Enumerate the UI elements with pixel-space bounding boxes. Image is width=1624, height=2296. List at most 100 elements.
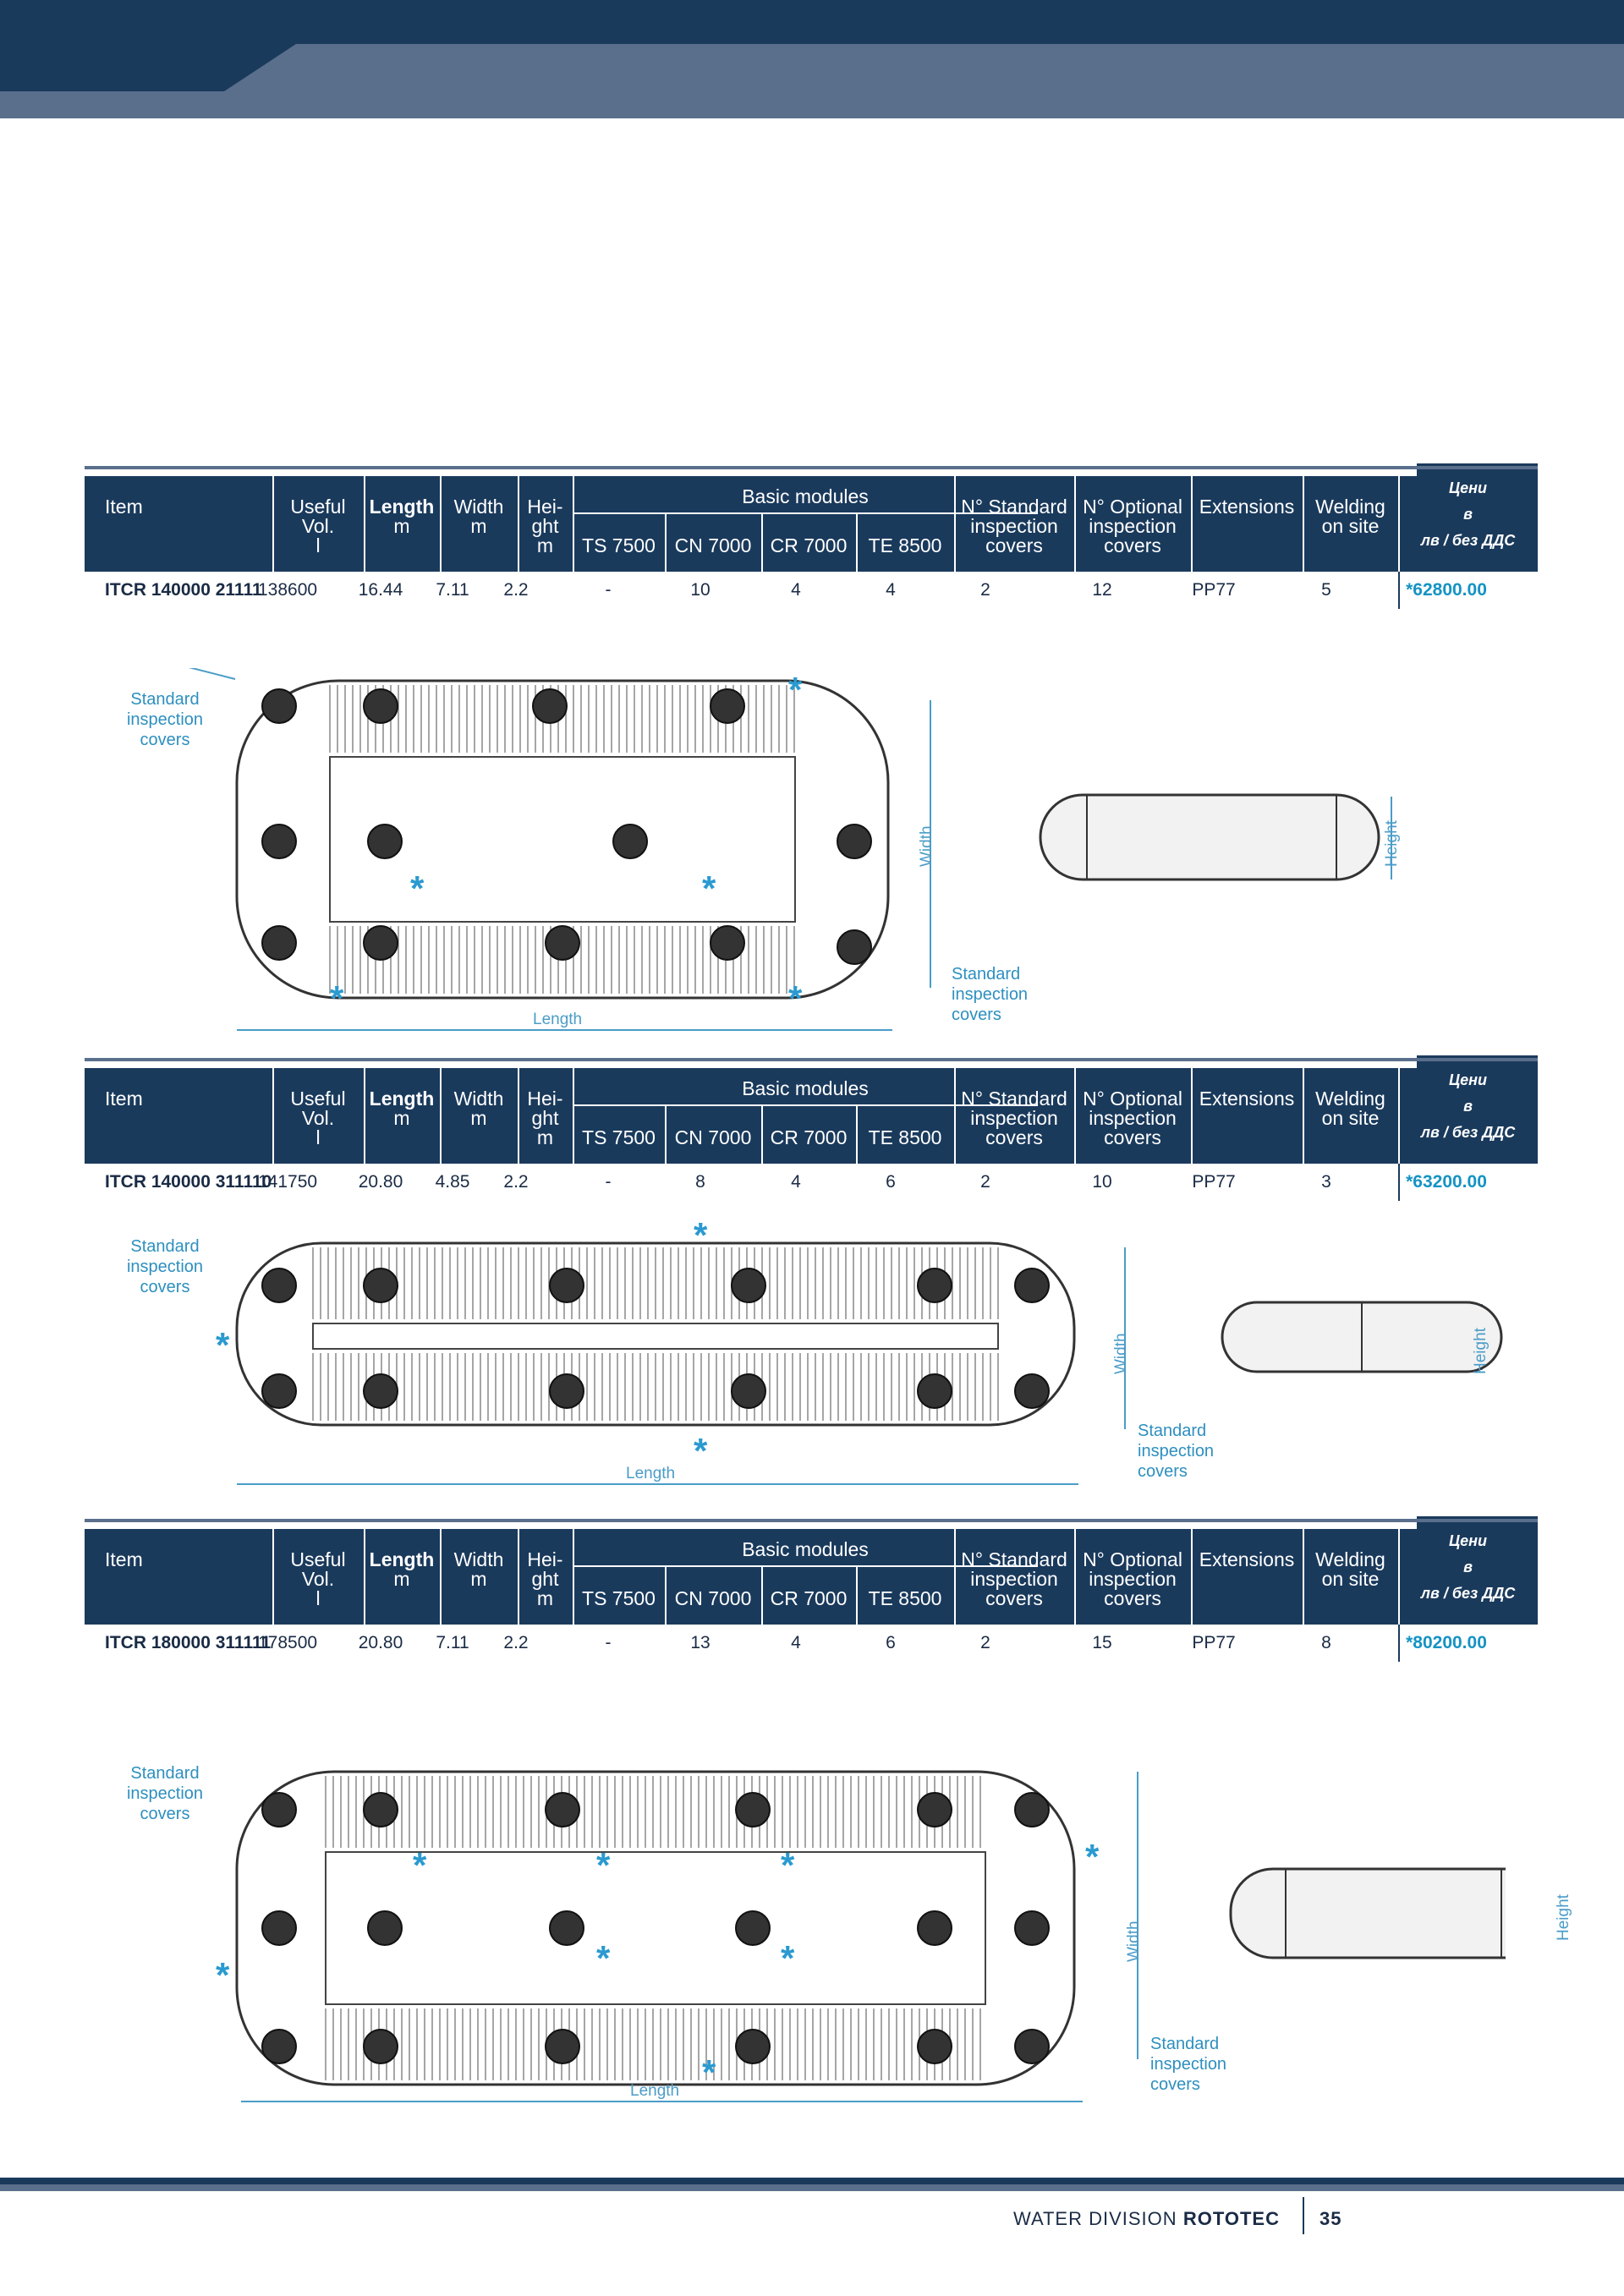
header-basic-modules: Basic modules: [742, 1077, 869, 1099]
header-basic-modules: Basic modules: [742, 485, 869, 507]
cell-price: *80200.00: [1406, 1633, 1487, 1652]
inspection-cover-icon: [549, 1910, 584, 1946]
row-divider: [1398, 1164, 1400, 1201]
inspection-covers: [261, 1268, 1050, 1409]
cell-cn7000: 13: [690, 1633, 710, 1652]
inspection-cover-icon: [837, 824, 872, 859]
tank-outline: [235, 1770, 1076, 2086]
cell-item: ITCR 140000 311110: [105, 1172, 272, 1192]
header-item: Item: [105, 1548, 143, 1570]
cell-useful-vol: 178500: [258, 1633, 318, 1652]
standard-cover-icon: [261, 688, 297, 724]
optional-cover-marker: *: [702, 869, 716, 908]
inspection-cover-icon: [545, 1792, 580, 1827]
cell-width: 7.11: [436, 1633, 469, 1652]
inspection-cover-icon: [363, 2029, 398, 2064]
inspection-cover-icon: [917, 1910, 952, 1946]
inspection-cover-icon: [261, 1910, 297, 1946]
inspection-cover-icon: [731, 1373, 766, 1409]
footer-division: WATER DIVISION ROTOTEC: [1013, 2208, 1280, 2229]
tank-plan-view: [235, 1241, 1503, 1485]
standard-cover-icon: [1014, 1373, 1050, 1409]
optional-cover-marker: *: [216, 1955, 230, 1995]
inspection-covers: [261, 1792, 1050, 2064]
width-label: Width: [1125, 1921, 1143, 1962]
standard-cover-icon: [261, 1792, 297, 1827]
header-item: Item: [105, 1088, 143, 1110]
footer-divider: [1303, 2197, 1304, 2234]
optional-cover-marker: *: [330, 978, 344, 1018]
cell-welding: 8: [1321, 1633, 1331, 1652]
header-extensions: Extensions: [1199, 1548, 1295, 1570]
optional-cover-marker: *: [694, 1431, 708, 1471]
row-divider: [1398, 572, 1400, 609]
standard-cover-icon: [1014, 2029, 1050, 2064]
module-ribs: [325, 1776, 981, 2080]
cell-te8500: 6: [886, 1172, 896, 1192]
inspection-cover-icon: [261, 1373, 297, 1409]
cell-width: 4.85: [435, 1172, 470, 1192]
cell-price: *63200.00: [1406, 1172, 1487, 1192]
header-band: [0, 0, 1624, 118]
footer-band: [0, 2178, 1624, 2191]
optional-cover-marker: *: [702, 2052, 716, 2092]
inspection-cover-icon: [731, 1268, 766, 1303]
optional-cover-marker: *: [781, 1845, 795, 1885]
cell-ts7500: -: [605, 1172, 612, 1192]
cell-length: 16.44: [358, 580, 403, 600]
inspection-cover-icon: [1014, 1792, 1050, 1827]
inspection-cover-icon: [363, 1373, 398, 1409]
table-header-background: [85, 1055, 1538, 1164]
inspection-cover-icon: [261, 2029, 297, 2064]
length-label: Length: [626, 1465, 676, 1482]
inspection-cover-icon: [545, 925, 580, 961]
row-divider: [1398, 1625, 1400, 1662]
inspection-cover-icon: [549, 1268, 584, 1303]
cell-height: 2.2: [503, 580, 529, 600]
tank-plan-view: [235, 1770, 1566, 2102]
header-basic-modules: Basic modules: [742, 1538, 869, 1560]
header-module-1: CN 7000: [674, 534, 752, 556]
header-module-0: TS 7500: [582, 1587, 656, 1609]
cell-opt-covers: 12: [1092, 580, 1112, 600]
inspection-cover-icon: [735, 2029, 771, 2064]
cell-cn7000: 10: [690, 580, 710, 600]
cell-extensions: PP77: [1192, 580, 1236, 600]
header-module-1: CN 7000: [674, 1587, 752, 1609]
cell-useful-vol: 141750: [258, 1172, 318, 1192]
table-header-background: [85, 1516, 1538, 1625]
header-extensions: Extensions: [1199, 1088, 1295, 1110]
cell-cr7000: 4: [791, 580, 801, 600]
optional-cover-marker: *: [781, 1938, 795, 1978]
tank-outline: [235, 679, 890, 1000]
width-label: Width: [1112, 1333, 1130, 1374]
header-module-0: TS 7500: [582, 1126, 656, 1148]
cell-opt-covers: 15: [1092, 1633, 1112, 1652]
optional-cover-marker: *: [788, 670, 803, 710]
cell-std-covers: 2: [980, 580, 990, 600]
inspection-cover-icon: [367, 824, 403, 859]
inspection-cover-icon: [363, 925, 398, 961]
header-module-1: CN 7000: [674, 1126, 752, 1148]
cell-ts7500: -: [605, 1633, 612, 1652]
cell-length: 20.80: [358, 1633, 403, 1652]
header-item: Item: [105, 496, 143, 518]
inspection-cover-icon: [735, 1910, 771, 1946]
inspection-cover-icon: [363, 688, 398, 724]
cell-cn7000: 8: [695, 1172, 705, 1192]
cell-te8500: 4: [886, 580, 896, 600]
cell-height: 2.2: [503, 1172, 529, 1192]
